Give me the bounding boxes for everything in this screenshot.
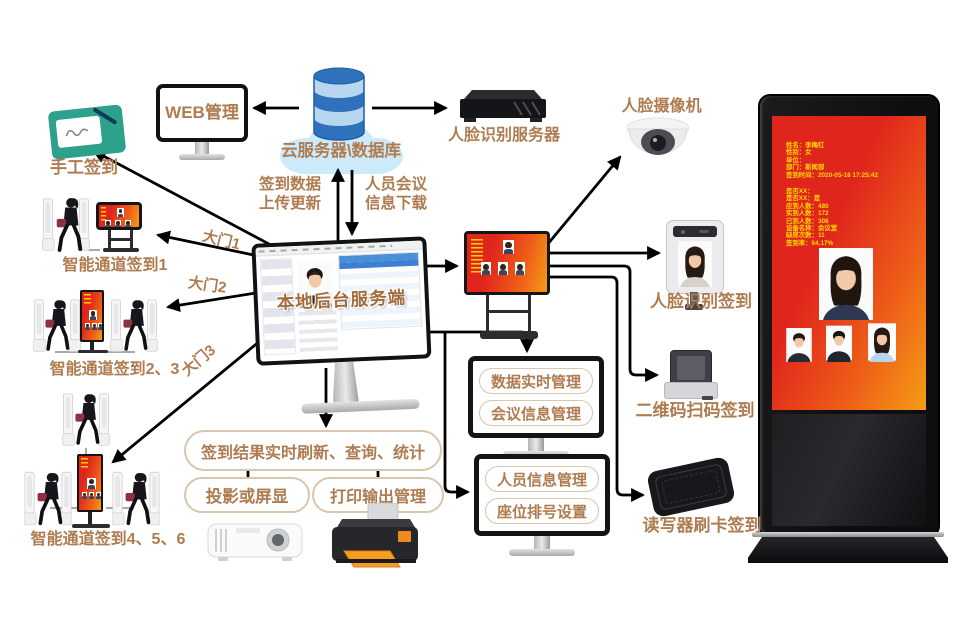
database-icon: [313, 67, 365, 141]
download-label-line1: 人员会议: [364, 176, 427, 193]
walker-icon-1: [52, 196, 86, 253]
local-server-monitor: 本地后台服务端: [251, 236, 433, 415]
kiosk-base: [748, 537, 948, 563]
card-signin-label: 读写器刷卡签到: [642, 516, 762, 535]
gate2-label: 大门2: [187, 274, 228, 297]
kiosk-screen: 姓名：李梅红 性别：女 单位： 部门：新闻部 签到时间：2020-05-18 1…: [772, 116, 926, 410]
walker-icon-6: [121, 470, 154, 527]
kiosk-info-line: 部门：新闻部: [786, 164, 825, 172]
walker-icon-4: [71, 391, 103, 447]
web-mgmt-monitor: WEB管理: [156, 84, 248, 160]
arrow-to-camera: [545, 155, 622, 246]
face-device-pole: [690, 292, 698, 305]
channel456-kiosk: [77, 454, 103, 512]
face-server-icon: [460, 90, 546, 122]
gate1-label: 大门1: [200, 227, 242, 254]
kiosk-main-photo: [818, 248, 874, 320]
walker-icon-2: [41, 297, 73, 353]
walker-icon-3: [119, 297, 151, 353]
printer-icon: [332, 503, 418, 568]
kiosk-info-line: 签到时间：2020-05-18 17:25:42: [786, 171, 878, 179]
cloud-label: 云服务器\数据库: [280, 142, 402, 160]
result-pill: 签到结果实时刷新、查询、统计: [184, 430, 442, 471]
kiosk-body: 姓名：李梅红 性别：女 单位： 部门：新闻部 签到时间：2020-05-18 1…: [758, 94, 940, 538]
local-server-screen: 本地后台服务端: [251, 236, 432, 366]
kiosk-stat-line: 是否XX：: [786, 188, 814, 195]
mgmt-person-pill: 人员信息管理: [485, 466, 599, 492]
kiosk-info-block: 姓名：李梅红 性别：女 单位： 部门：新闻部 签到时间：2020-05-18 1…: [786, 142, 878, 179]
face-signin-label: 人脸识别签到: [650, 292, 752, 311]
channel1-label: 智能通道签到1: [62, 257, 168, 274]
kiosk-silver-strip: [752, 532, 944, 537]
display-board: [464, 231, 550, 295]
face-server-label: 人脸识别服务器: [447, 127, 560, 144]
kiosk-stat-line: 已到人数：308: [786, 217, 829, 225]
upload-label-line1: 签到数据: [258, 176, 321, 193]
qr-scanner-icon: [664, 350, 718, 400]
kiosk-lower-panel: [772, 414, 926, 526]
channel23-label: 智能通道签到2、3: [49, 361, 180, 378]
download-label: 人员会议 信息下载: [356, 176, 436, 214]
channel23-kiosk: [80, 290, 104, 342]
manual-signin-icon: [47, 104, 127, 160]
face-device-photo: [678, 241, 712, 287]
channel456-label: 智能通道签到4、5、6: [30, 531, 186, 548]
mgmt-monitor-bottom: 人员信息管理 座位排号设置: [474, 454, 610, 556]
mgmt-monitor-top: 数据实时管理 会议信息管理: [468, 356, 604, 458]
kiosk-stat-line: 签到率：64.17%: [786, 239, 834, 247]
face-camera-icon: [626, 117, 690, 155]
qr-signin-label: 二维码扫码签到: [635, 401, 755, 420]
download-label-line2: 信息下载: [364, 194, 427, 212]
projector-icon: [207, 523, 303, 561]
kiosk-photo-3: [868, 322, 896, 362]
channel1-display: [96, 202, 142, 230]
mgmt-data-pill: 数据实时管理: [479, 368, 593, 394]
face-device-camera-bar: [673, 226, 717, 237]
face-device-base: [685, 304, 703, 310]
upload-label-line2: 上传更新: [258, 194, 321, 212]
kiosk-stat-block: 是否XX： 是否XX：是 应到人数：480 实到人数：172 已到人数：308 …: [786, 188, 837, 247]
mgmt-seat-pill: 座位排号设置: [485, 498, 599, 524]
upload-label: 签到数据 上传更新: [250, 176, 330, 214]
face-device-icon: [666, 220, 724, 294]
walker-icon-5: [33, 470, 66, 527]
kiosk-info-line: 姓名：李梅红: [786, 142, 825, 149]
kiosk-stat-line: 设备名称：会议室: [786, 225, 838, 233]
kiosk-info-line: 单位：: [786, 156, 806, 164]
kiosk-stat-line: 缺席次数：11: [786, 232, 825, 240]
mgmt-meeting-pill: 会议信息管理: [479, 400, 593, 426]
kiosk-stat-line: 应到人数：480: [786, 202, 829, 210]
arrow-to-mgmt-bottom: [443, 332, 471, 499]
web-mgmt-label: WEB管理: [165, 102, 239, 122]
card-reader-icon: [646, 455, 736, 519]
kiosk-photo-1: [786, 328, 812, 362]
kiosk-info-line: 性别：女: [786, 149, 812, 157]
signature-pad: [55, 115, 103, 149]
kiosk-photo-2: [826, 324, 852, 362]
signature-squiggle: [65, 128, 89, 137]
manual-signin-label: 手工签到: [50, 158, 118, 177]
kiosk-stat-line: 是否XX：是: [786, 195, 821, 203]
print-pill: 打印输出管理: [312, 477, 444, 513]
kiosk-stat-line: 实到人数：172: [786, 210, 829, 218]
projection-pill: 投影或屏显: [184, 477, 310, 513]
face-camera-label: 人脸摄像机: [621, 98, 702, 115]
